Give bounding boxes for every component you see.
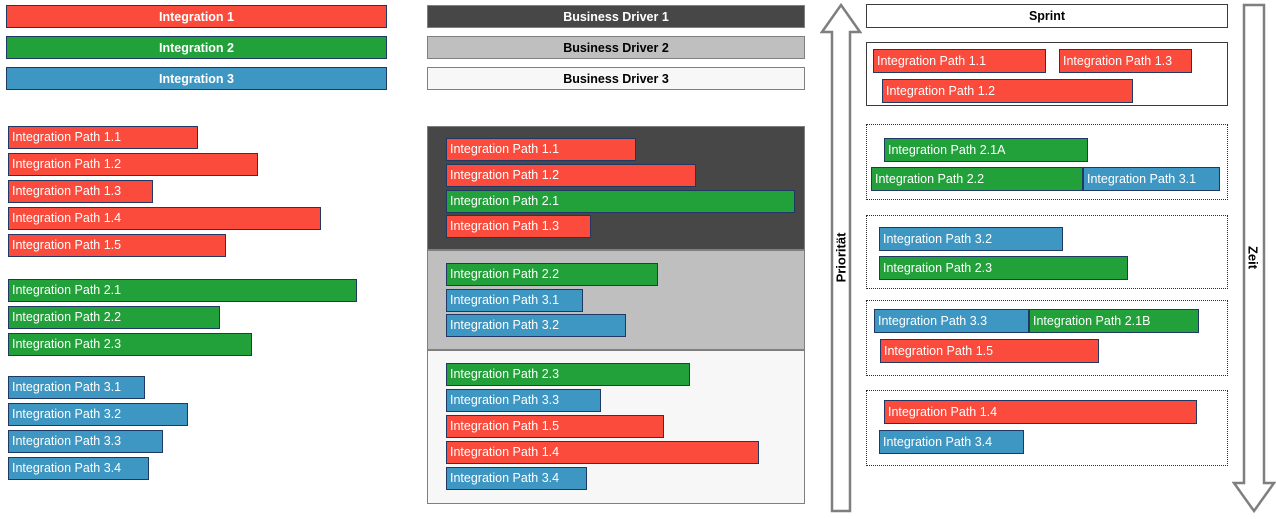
bar-label: Integration Path 1.3 — [1063, 53, 1173, 68]
integration-path-bar[interactable]: Integration Path 2.1A — [884, 138, 1088, 162]
integration-path-bar[interactable]: Integration Path 1.3 — [446, 215, 591, 238]
bar-label: Integration Path 3.1 — [12, 380, 122, 395]
bar-label: Integration Path 1.2 — [886, 83, 996, 98]
business-driver-header: Business Driver 1 — [427, 5, 805, 28]
integration-path-bar[interactable]: Integration Path 2.3 — [446, 363, 690, 386]
bar-label: Integration Path 3.3 — [878, 313, 988, 328]
bar-label: Integration Path 1.5 — [12, 238, 122, 253]
bar-label: Integration Path 2.2 — [450, 267, 560, 282]
integration-path-bar[interactable]: Integration Path 2.3 — [8, 333, 252, 356]
bar-label: Integration Path 3.1 — [450, 293, 560, 308]
bar-label: Integration Path 1.3 — [450, 219, 560, 234]
bar-label: Integration Path 2.1 — [450, 194, 560, 209]
bar-label: Integration Path 3.4 — [883, 434, 993, 449]
bar-label: Integration Path 1.5 — [884, 343, 994, 358]
bar-label: Integration Path 1.4 — [12, 211, 122, 226]
bar-label: Integration Path 3.4 — [450, 471, 560, 486]
bar-label: Integration Path 2.1 — [12, 283, 122, 298]
bar-label: Integration Path 2.2 — [875, 171, 985, 186]
bar-label: Integration Path 3.1 — [1087, 171, 1197, 186]
bar-label: Integration Path 3.2 — [12, 407, 122, 422]
bar-label: Integration Path 1.3 — [12, 184, 122, 199]
bar-label: Integration Path 3.4 — [12, 461, 122, 476]
integration-path-bar[interactable]: Integration Path 1.2 — [8, 153, 258, 176]
integration-path-bar[interactable]: Integration Path 1.5 — [8, 234, 226, 257]
bar-label: Integration Path 1.4 — [888, 404, 998, 419]
bar-label: Integration Path 3.3 — [12, 434, 122, 449]
integration-path-bar[interactable]: Integration Path 2.3 — [879, 256, 1128, 280]
integration-path-bar[interactable]: Integration Path 1.4 — [8, 207, 321, 230]
integration-path-bar[interactable]: Integration Path 3.1 — [446, 289, 583, 312]
zeit-arrow: Zeit — [1231, 2, 1276, 514]
bar-label: Integration Path 2.3 — [12, 337, 122, 352]
integration-path-bar[interactable]: Integration Path 3.4 — [446, 467, 587, 490]
integration-path-bar[interactable]: Integration Path 3.4 — [879, 430, 1024, 454]
business-driver-header: Business Driver 2 — [427, 36, 805, 59]
integration-path-bar[interactable]: Integration Path 2.2 — [446, 263, 658, 286]
zeit-label: Zeit — [1245, 245, 1261, 270]
bar-label: Integration Path 3.2 — [450, 318, 560, 333]
integration-path-bar[interactable]: Integration Path 3.2 — [446, 314, 626, 337]
prioritaet-label: Priorität — [833, 232, 849, 283]
bar-label: Integration Path 3.3 — [450, 393, 560, 408]
integration-legend-item: Integration 3 — [6, 67, 387, 90]
integration-path-bar[interactable]: Integration Path 3.3 — [446, 389, 601, 412]
bar-label: Integration Path 2.1A — [888, 142, 1006, 157]
integration-path-bar[interactable]: Integration Path 2.1 — [446, 190, 795, 213]
integration-path-bar[interactable]: Integration Path 1.1 — [873, 49, 1046, 73]
prioritaet-arrow: Priorität — [819, 2, 863, 514]
sprint-header-label: Sprint — [1028, 9, 1066, 23]
integration-path-bar[interactable]: Integration Path 1.2 — [446, 164, 696, 187]
integration-path-bar[interactable]: Integration Path 1.2 — [882, 79, 1133, 103]
integration-path-bar[interactable]: Integration Path 1.4 — [884, 400, 1197, 424]
business-driver-label: Business Driver 1 — [563, 9, 669, 24]
integration-path-bar[interactable]: Integration Path 1.5 — [446, 415, 664, 438]
business-driver-label: Business Driver 2 — [563, 40, 669, 55]
bar-label: Integration Path 2.3 — [883, 260, 993, 275]
bar-label: Integration Path 1.2 — [12, 157, 122, 172]
bar-label: Integration Path 1.5 — [450, 419, 560, 434]
integration-path-bar[interactable]: Integration Path 2.1 — [8, 279, 357, 302]
integration-legend-item: Integration 1 — [6, 5, 387, 28]
integration-legend-label: Integration 3 — [158, 71, 234, 86]
integration-path-bar[interactable]: Integration Path 1.3 — [1059, 49, 1192, 73]
integration-path-bar[interactable]: Integration Path 3.2 — [879, 227, 1063, 251]
integration-path-bar[interactable]: Integration Path 3.2 — [8, 403, 188, 426]
bar-label: Integration Path 1.4 — [450, 445, 560, 460]
integration-path-bar[interactable]: Integration Path 3.3 — [8, 430, 163, 453]
bar-label: Integration Path 1.1 — [877, 53, 987, 68]
integration-path-bar[interactable]: Integration Path 2.1B — [1029, 309, 1199, 333]
bar-label: Integration Path 3.2 — [883, 231, 993, 246]
integration-path-bar[interactable]: Integration Path 2.2 — [871, 167, 1083, 191]
business-driver-label: Business Driver 3 — [563, 71, 669, 86]
integration-path-bar[interactable]: Integration Path 1.4 — [446, 441, 759, 464]
integration-path-bar[interactable]: Integration Path 3.1 — [8, 376, 145, 399]
integration-path-bar[interactable]: Integration Path 3.4 — [8, 457, 149, 480]
zeit-arrow-icon — [1231, 3, 1276, 514]
integration-legend-item: Integration 2 — [6, 36, 387, 59]
integration-legend-label: Integration 2 — [158, 40, 234, 55]
business-driver-header: Business Driver 3 — [427, 67, 805, 90]
prioritaet-arrow-icon — [819, 2, 863, 513]
integration-path-bar[interactable]: Integration Path 3.1 — [1083, 167, 1220, 191]
bar-label: Integration Path 2.1B — [1033, 313, 1151, 328]
integration-path-bar[interactable]: Integration Path 3.3 — [874, 309, 1029, 333]
bar-label: Integration Path 1.1 — [450, 142, 560, 157]
integration-path-bar[interactable]: Integration Path 1.1 — [8, 126, 198, 149]
bar-label: Integration Path 1.2 — [450, 168, 560, 183]
bar-label: Integration Path 2.2 — [12, 310, 122, 325]
integration-path-bar[interactable]: Integration Path 1.5 — [880, 339, 1099, 363]
integration-legend-label: Integration 1 — [158, 9, 234, 24]
bar-label: Integration Path 1.1 — [12, 130, 122, 145]
integration-path-bar[interactable]: Integration Path 1.3 — [8, 180, 153, 203]
integration-path-bar[interactable]: Integration Path 2.2 — [8, 306, 220, 329]
sprint-header: Sprint — [866, 4, 1228, 28]
integration-path-bar[interactable]: Integration Path 1.1 — [446, 138, 636, 161]
bar-label: Integration Path 2.3 — [450, 367, 560, 382]
